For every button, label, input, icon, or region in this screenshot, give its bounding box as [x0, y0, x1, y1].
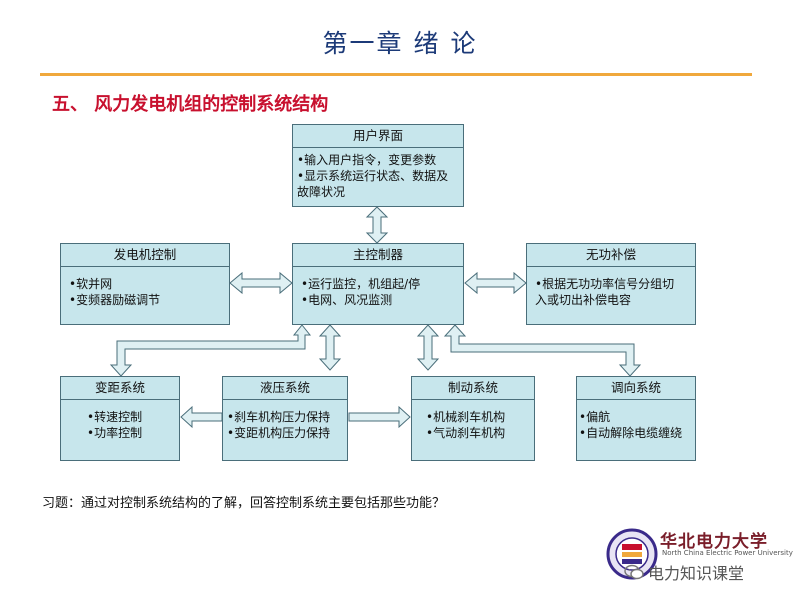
- yaw-system-title: 调向系统: [577, 377, 695, 400]
- hydraulic-system-box: 液压系统 •刹车机构压力保持 •变距机构压力保持: [222, 376, 348, 461]
- user-interface-line: •显示系统运行状态、数据及故障状况: [297, 169, 449, 199]
- arrow-main-hydraulic: [318, 324, 342, 371]
- brake-system-title: 制动系统: [412, 377, 534, 400]
- reactive-compensation-title: 无功补偿: [527, 244, 695, 267]
- university-name: 华北电力大学: [660, 532, 768, 552]
- user-interface-title: 用户界面: [293, 125, 463, 148]
- yaw-system-box: 调向系统 •偏航 •自动解除电缆缠绕: [576, 376, 696, 461]
- user-interface-line: •输入用户指令，变更参数: [297, 153, 437, 167]
- main-controller-title: 主控制器: [293, 244, 463, 267]
- arrow-main-brake: [416, 324, 440, 371]
- generator-control-box: 发电机控制 •软并网 •变频器励磁调节: [60, 243, 230, 325]
- pitch-system-box: 变距系统 •转速控制 •功率控制: [60, 376, 180, 461]
- section-subtitle: 五、 风力发电机组的控制系统结构: [52, 94, 329, 115]
- reactive-compensation-line: •根据无功功率信号分组切入或切出补偿电容: [535, 277, 675, 307]
- generator-control-line: •软并网: [69, 277, 113, 291]
- yaw-system-line: •偏航: [579, 410, 611, 424]
- hydraulic-system-line: •刹车机构压力保持: [227, 410, 331, 424]
- arrow-main-yaw: [443, 324, 642, 377]
- pitch-system-title: 变距系统: [61, 377, 179, 400]
- reactive-compensation-box: 无功补偿 •根据无功功率信号分组切入或切出补偿电容: [526, 243, 696, 325]
- university-logo-icon: [606, 528, 658, 580]
- title-divider: [40, 73, 752, 76]
- exercise-question: 习题：通过对控制系统结构的了解，回答控制系统主要包括那些功能？: [42, 496, 446, 511]
- brake-system-line: •机械刹车机构: [426, 410, 506, 424]
- user-interface-box: 用户界面 •输入用户指令，变更参数 •显示系统运行状态、数据及故障状况: [292, 124, 464, 207]
- arrow-ui-main: [365, 206, 389, 244]
- pitch-system-line: •转速控制: [87, 410, 143, 424]
- arrow-main-reactive: [464, 271, 527, 295]
- main-controller-line: •电网、风况监测: [301, 293, 393, 307]
- yaw-system-line: •自动解除电缆缠绕: [579, 426, 683, 440]
- arrow-hydraulic-pitch: [180, 405, 223, 429]
- hydraulic-system-title: 液压系统: [223, 377, 347, 400]
- arrow-gen-main: [229, 271, 293, 295]
- hydraulic-system-line: •变距机构压力保持: [227, 426, 331, 440]
- main-controller-line: •运行监控，机组起/停: [301, 277, 421, 291]
- brake-system-box: 制动系统 •机械刹车机构 •气动刹车机构: [411, 376, 535, 461]
- arrow-hydraulic-brake: [348, 405, 411, 429]
- pitch-system-line: •功率控制: [87, 426, 143, 440]
- university-name-en: North China Electric Power University: [662, 549, 793, 557]
- arrow-main-pitch: [109, 324, 312, 377]
- watermark-text: 电力知识课堂: [648, 564, 745, 583]
- watermark: 电力知识课堂: [624, 560, 744, 584]
- generator-control-line: •变频器励磁调节: [69, 293, 161, 307]
- brake-system-line: •气动刹车机构: [426, 426, 506, 440]
- page-title: 第一章 绪 论: [322, 29, 478, 58]
- generator-control-title: 发电机控制: [61, 244, 229, 267]
- wechat-icon: [624, 564, 644, 580]
- main-controller-box: 主控制器 •运行监控，机组起/停 •电网、风况监测: [292, 243, 464, 325]
